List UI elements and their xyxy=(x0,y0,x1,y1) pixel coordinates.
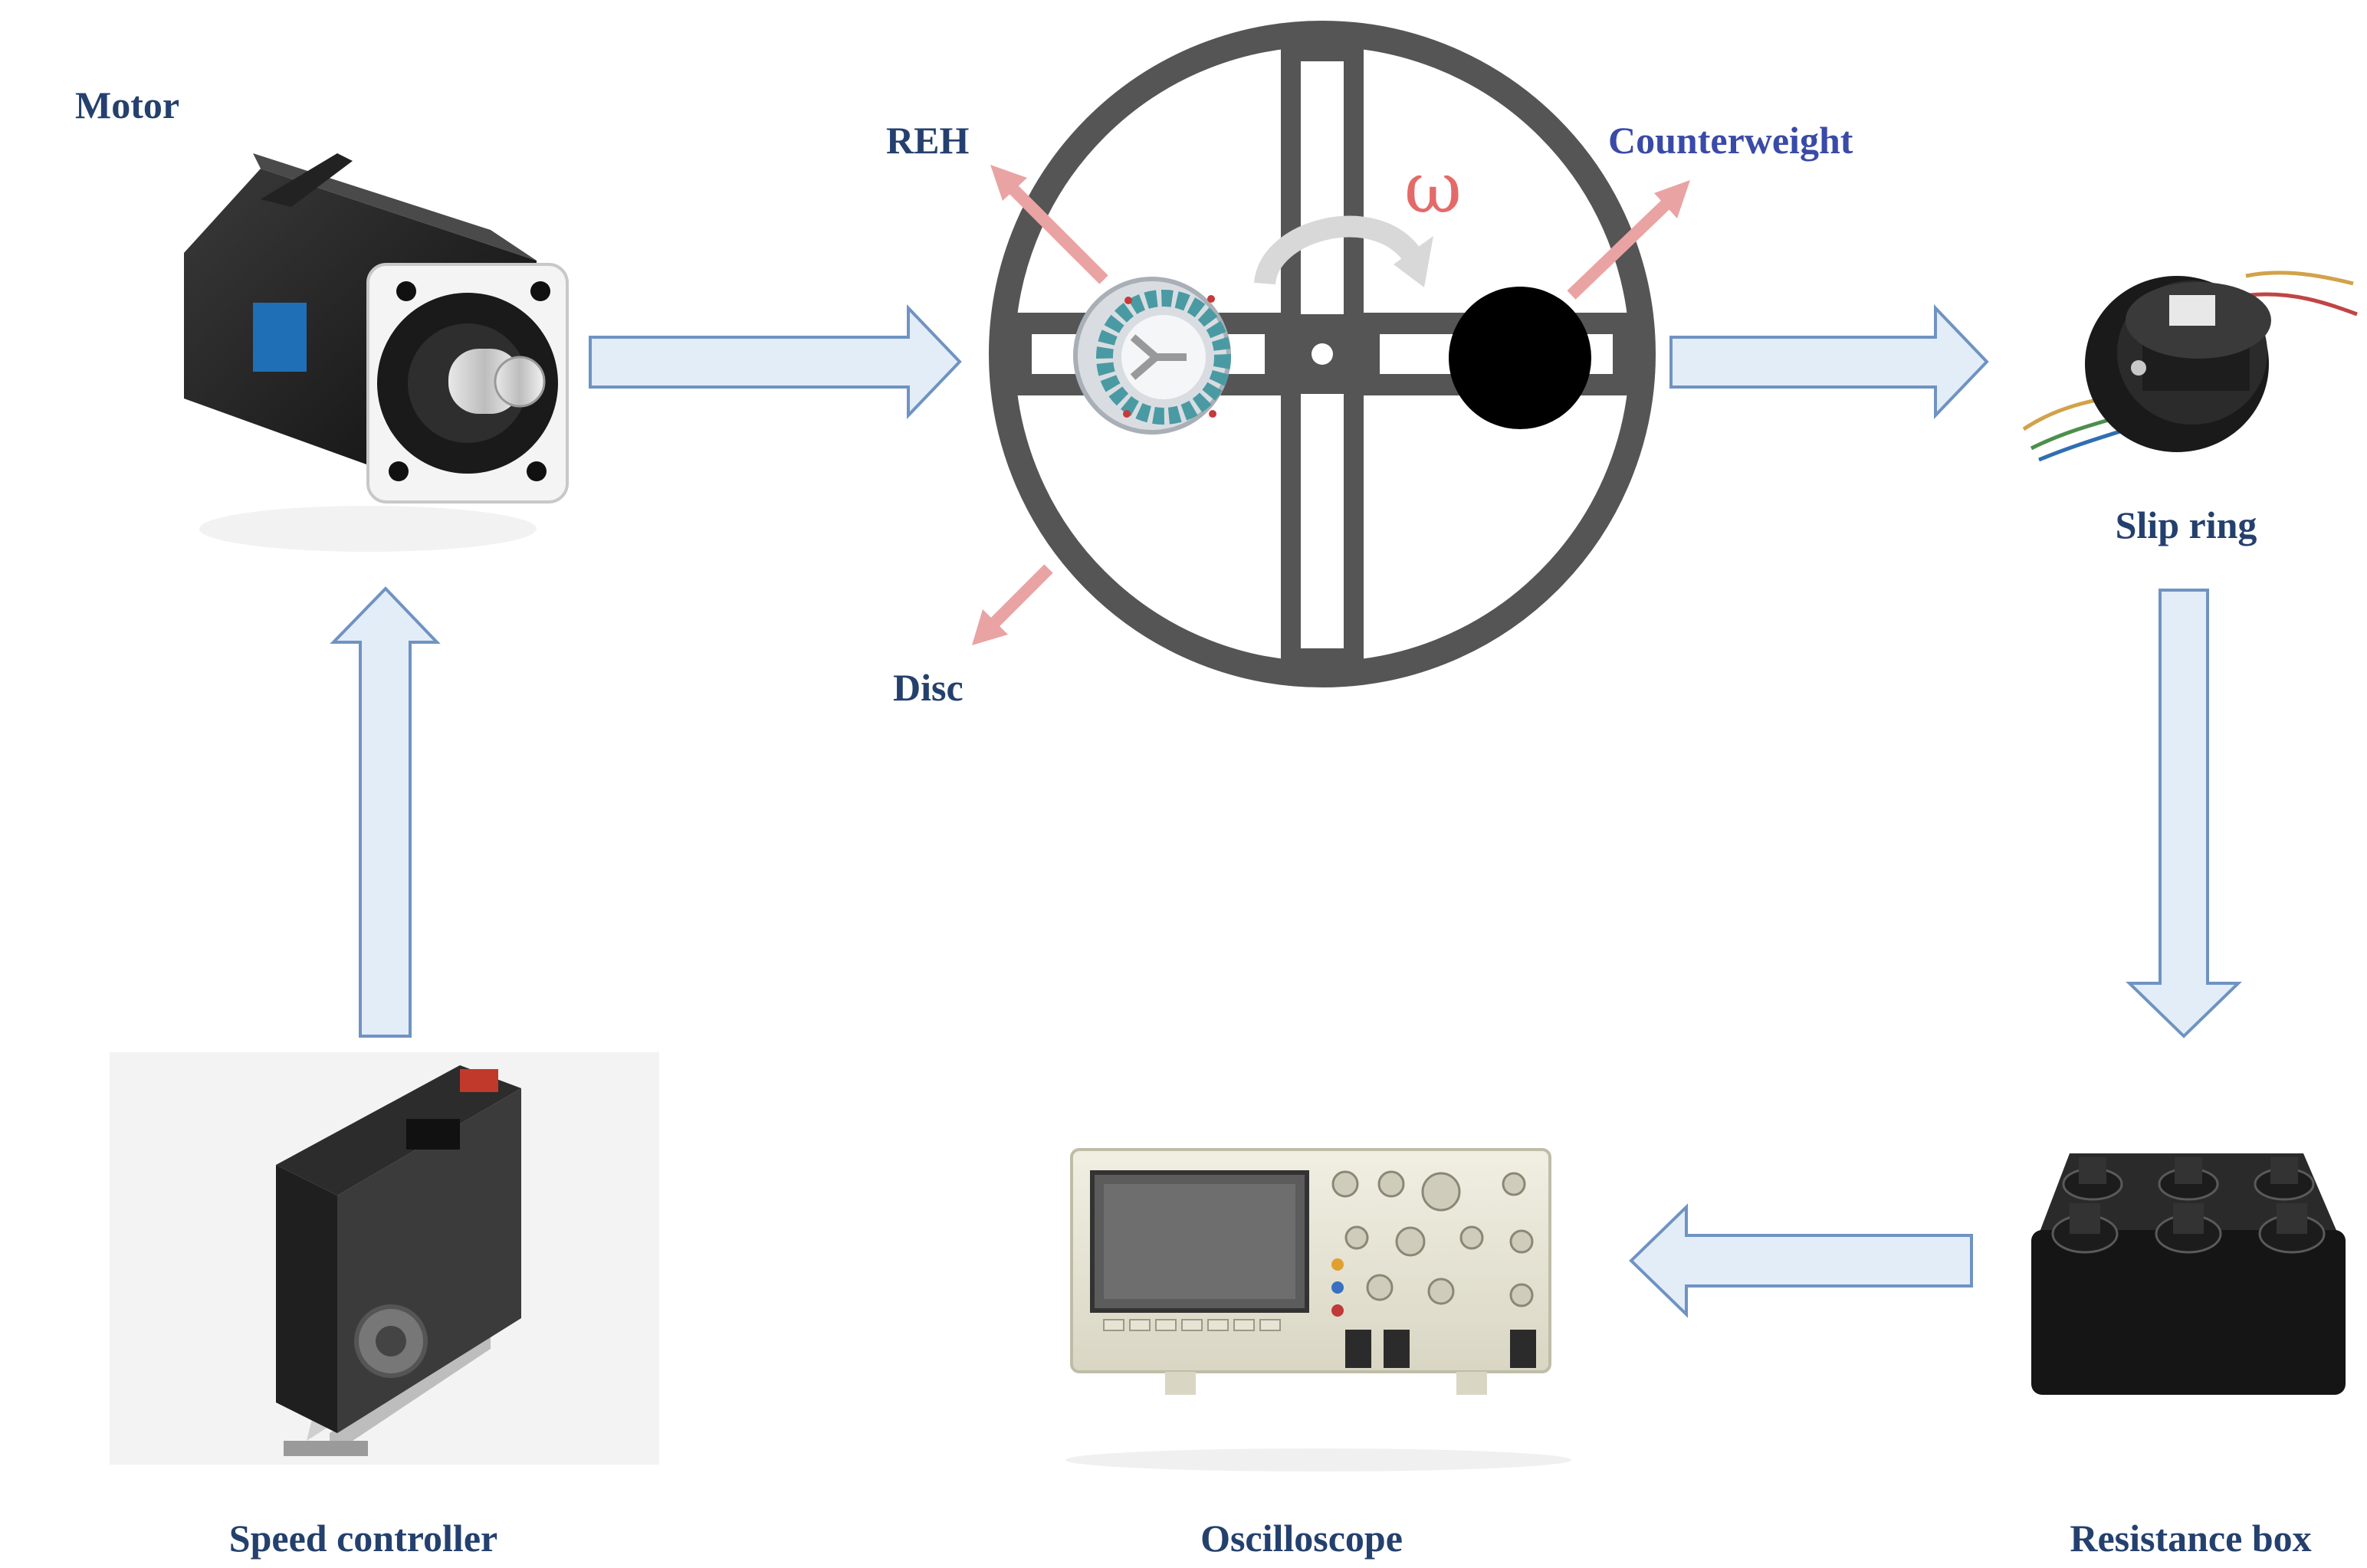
oscilloscope-image xyxy=(1065,1148,1571,1471)
arrow-speed-controller-to-motor xyxy=(330,586,441,1038)
resistance-box-image xyxy=(2031,1153,2346,1395)
counterweight-label: Counterweight xyxy=(1608,119,1853,162)
arrow-motor-to-disc xyxy=(589,304,962,419)
reh-device xyxy=(1073,277,1231,435)
disc-schematic xyxy=(972,21,1690,687)
speed-controller-image xyxy=(110,1052,659,1465)
resistance-box-label: Resistance box xyxy=(2070,1517,2312,1560)
arrow-disc-to-slip-ring xyxy=(1669,304,1989,419)
pointer-arrows xyxy=(972,165,1690,645)
arrow-resistance-box-to-oscilloscope xyxy=(1629,1203,1973,1318)
arrow-slip-ring-to-resistance-box xyxy=(2126,589,2242,1038)
arrows xyxy=(330,304,2242,1318)
speed-controller-label: Speed controller xyxy=(228,1517,498,1560)
motor-label: Motor xyxy=(75,84,180,126)
slip-ring-label: Slip ring xyxy=(2115,504,2257,546)
motor-image xyxy=(184,153,569,552)
reh-label: REH xyxy=(886,119,970,162)
counterweight-mass xyxy=(1449,287,1591,429)
disc-label: Disc xyxy=(893,666,964,709)
rotation-arrow xyxy=(1254,215,1420,286)
omega-symbol: ω xyxy=(1404,147,1463,229)
oscilloscope-label: Oscilloscope xyxy=(1200,1517,1403,1560)
slip-ring-image xyxy=(2022,271,2358,462)
